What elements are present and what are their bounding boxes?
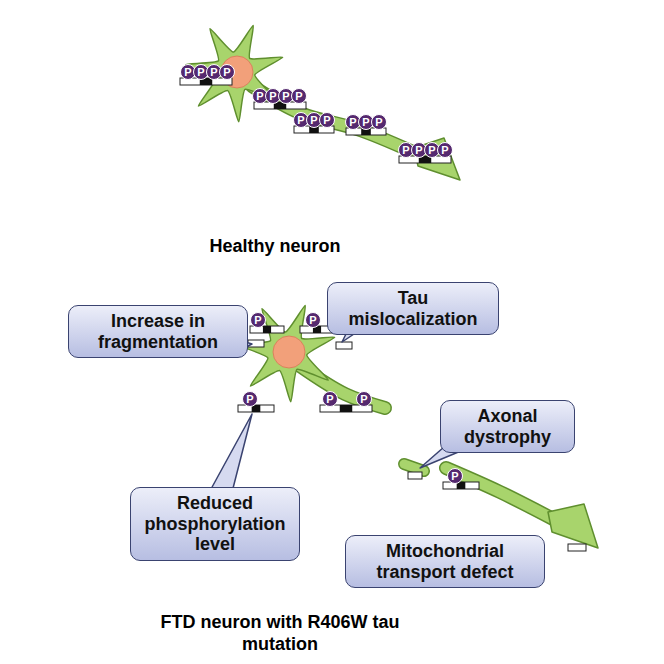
- phospho-circle: [292, 89, 307, 104]
- phospho-label: P: [357, 391, 371, 407]
- callout-text: Reduced phosphorylation level: [139, 493, 291, 555]
- phospho-circle: [306, 313, 321, 328]
- phospho-label: P: [372, 114, 386, 130]
- phospho-label: P: [292, 88, 306, 104]
- tau-fragment: [408, 472, 422, 479]
- callout-box: Increase in fragmentation: [68, 305, 248, 358]
- phospho-label: P: [279, 88, 293, 104]
- phospho-circle: [243, 392, 258, 407]
- axon-outline: [446, 468, 555, 520]
- callout-box: Reduced phosphorylation level: [130, 487, 300, 561]
- axon: [446, 468, 555, 520]
- phospho-circle: [448, 469, 463, 484]
- phospho-circle: [323, 392, 338, 407]
- phospho-circle: [251, 313, 266, 328]
- tau-bar-core: [263, 326, 271, 333]
- phospho-label: P: [251, 312, 265, 328]
- phospho-label: P: [306, 312, 320, 328]
- tau-fragment: [336, 342, 352, 349]
- phospho-label: P: [194, 64, 208, 80]
- phospho-label: P: [294, 112, 308, 128]
- phospho-label: P: [323, 391, 337, 407]
- callout-text: Axonal dystrophy: [449, 406, 566, 447]
- axon: [252, 86, 422, 156]
- phospho-label: P: [359, 114, 373, 130]
- axon-terminal: [548, 504, 598, 548]
- phospho-circle: [220, 65, 235, 80]
- phospho-circle: [320, 113, 335, 128]
- phospho-circle: [357, 392, 372, 407]
- tau-fragment: [568, 544, 586, 551]
- tau-bar: [443, 482, 479, 489]
- phospho-label: P: [253, 88, 267, 104]
- phospho-label: P: [425, 142, 439, 158]
- phospho-label: P: [307, 112, 321, 128]
- callout-box: Tau mislocalization: [327, 282, 499, 335]
- phospho-label: P: [181, 64, 195, 80]
- callout-text: Mitochondrial transport defect: [354, 541, 536, 582]
- tau-bar-core: [340, 405, 352, 412]
- tau-bar: [238, 405, 274, 412]
- neuron-soma: [238, 305, 335, 401]
- phospho-circle: [438, 143, 453, 158]
- callout-text: Tau mislocalization: [336, 288, 490, 329]
- phospho-label: P: [320, 112, 334, 128]
- phospho-label: P: [266, 88, 280, 104]
- phospho-label: P: [448, 468, 462, 484]
- phospho-label: P: [243, 391, 257, 407]
- axon-outline: [252, 86, 422, 156]
- phospho-label: P: [207, 64, 221, 80]
- neuron-nucleus: [273, 336, 305, 368]
- phospho-label: P: [412, 142, 426, 158]
- callout-box: Mitochondrial transport defect: [345, 535, 545, 588]
- callout-text: Increase in fragmentation: [77, 311, 239, 352]
- callout-box: Axonal dystrophy: [440, 400, 575, 453]
- phospho-circle: [372, 115, 387, 130]
- figure-title: Healthy neuron: [175, 236, 375, 258]
- phospho-label: P: [346, 114, 360, 130]
- phospho-label: P: [220, 64, 234, 80]
- phospho-label: P: [399, 142, 413, 158]
- phospho-label: P: [438, 142, 452, 158]
- figure-caption: FTD neuron with R406W tau mutation: [160, 612, 400, 655]
